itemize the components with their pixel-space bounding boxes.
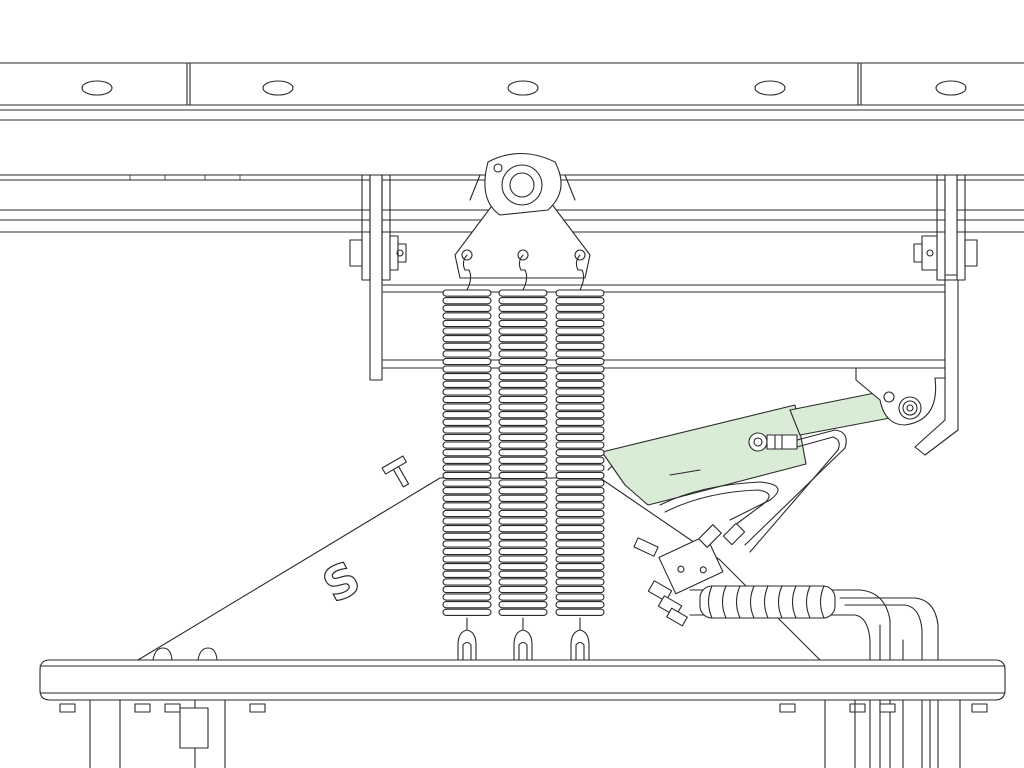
hydraulic-valve-block [658,534,724,595]
pivot-bracket [855,367,946,426]
tensioner-arm [601,391,891,506]
spring-center [498,254,548,661]
tension-plate [454,153,591,279]
tensioner-arm-plate [601,404,807,506]
spring-right [555,254,605,661]
hose-arm [744,429,847,546]
left-bracket [349,174,407,381]
hydraulic-assembly [633,429,939,768]
spring-group [442,254,605,661]
base-plate [39,659,1006,768]
hose-wrap [699,585,836,619]
top-rail [0,62,1024,121]
right-bracket [913,174,978,456]
t-handle [381,455,410,488]
hose-upper [659,481,779,521]
spring-left [442,254,492,661]
